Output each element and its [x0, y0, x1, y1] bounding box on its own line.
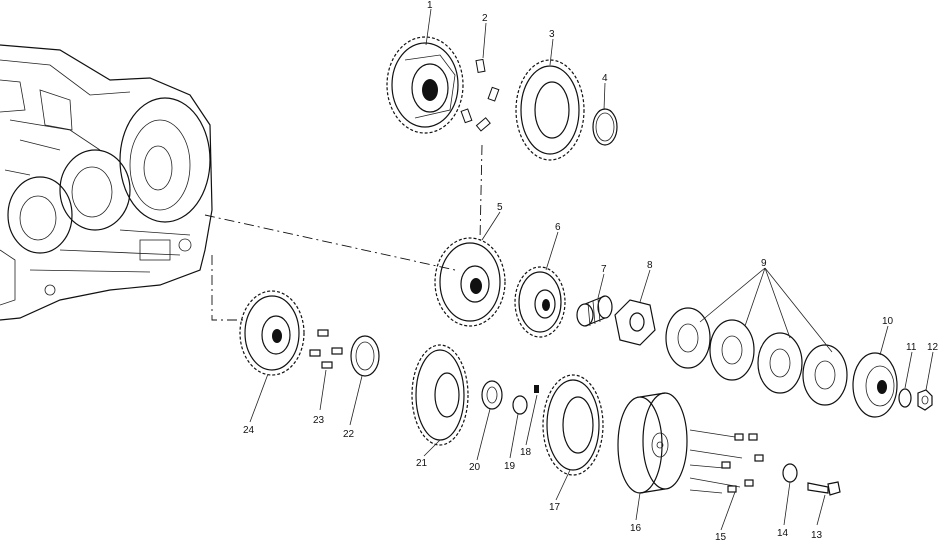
callout-labels: 1 2 3 4 5 6 7 8 9 10 11 12 13 14 15 16 1…: [243, 0, 939, 541]
washer-part-20: [481, 380, 503, 410]
callout-6: 6: [555, 222, 561, 233]
callout-leaders: [249, 8, 934, 531]
washer-part-14: [782, 463, 798, 483]
gear-part-5: [434, 237, 506, 327]
gear-part-6: [514, 266, 566, 338]
hub-part-10: [852, 352, 898, 418]
gear-part-21: [411, 344, 469, 446]
clutch-drum-part-16: [617, 392, 688, 494]
callout-7: 7: [601, 264, 607, 275]
callout-11: 11: [906, 342, 917, 353]
callout-22: 22: [343, 429, 355, 440]
nut-part-12: [917, 389, 933, 411]
callout-13: 13: [811, 530, 823, 541]
pins-part-2: [460, 58, 500, 132]
callout-19: 19: [504, 461, 516, 472]
callout-18: 18: [520, 447, 532, 458]
engine-housing: [0, 44, 213, 321]
callout-16: 16: [630, 523, 642, 534]
center-lines: [204, 144, 483, 321]
gear-part-1: [386, 36, 464, 134]
callout-4: 4: [602, 73, 608, 84]
bolts-part-23: [309, 329, 343, 369]
cam-part-8: [614, 299, 656, 346]
callout-23: 23: [313, 415, 325, 426]
callout-12: 12: [927, 342, 939, 353]
callout-1: 1: [427, 0, 433, 11]
ring-part-19: [512, 395, 528, 415]
callout-15: 15: [715, 532, 727, 541]
callout-2: 2: [482, 13, 488, 24]
callout-9: 9: [761, 258, 767, 269]
callout-21: 21: [416, 458, 428, 469]
callout-5: 5: [497, 202, 503, 213]
seal-part-22: [350, 335, 380, 377]
needle-bearing-part-7: [576, 295, 613, 327]
callout-24: 24: [243, 425, 255, 436]
washer-part-11: [898, 388, 912, 408]
callout-10: 10: [882, 316, 894, 327]
key-part-18: [534, 385, 539, 393]
callout-20: 20: [469, 462, 481, 473]
snap-ring-part-4: [592, 108, 618, 146]
gear-part-24: [239, 290, 305, 376]
bolt-part-13: [807, 481, 841, 496]
callout-14: 14: [777, 528, 789, 539]
friction-discs-part-9: [665, 267, 848, 406]
gear-part-17: [542, 374, 604, 476]
screws-part-15: [689, 429, 764, 494]
ring-gear-part-3: [515, 59, 585, 161]
callout-17: 17: [549, 502, 561, 513]
callout-3: 3: [549, 29, 555, 40]
callout-8: 8: [647, 260, 653, 271]
